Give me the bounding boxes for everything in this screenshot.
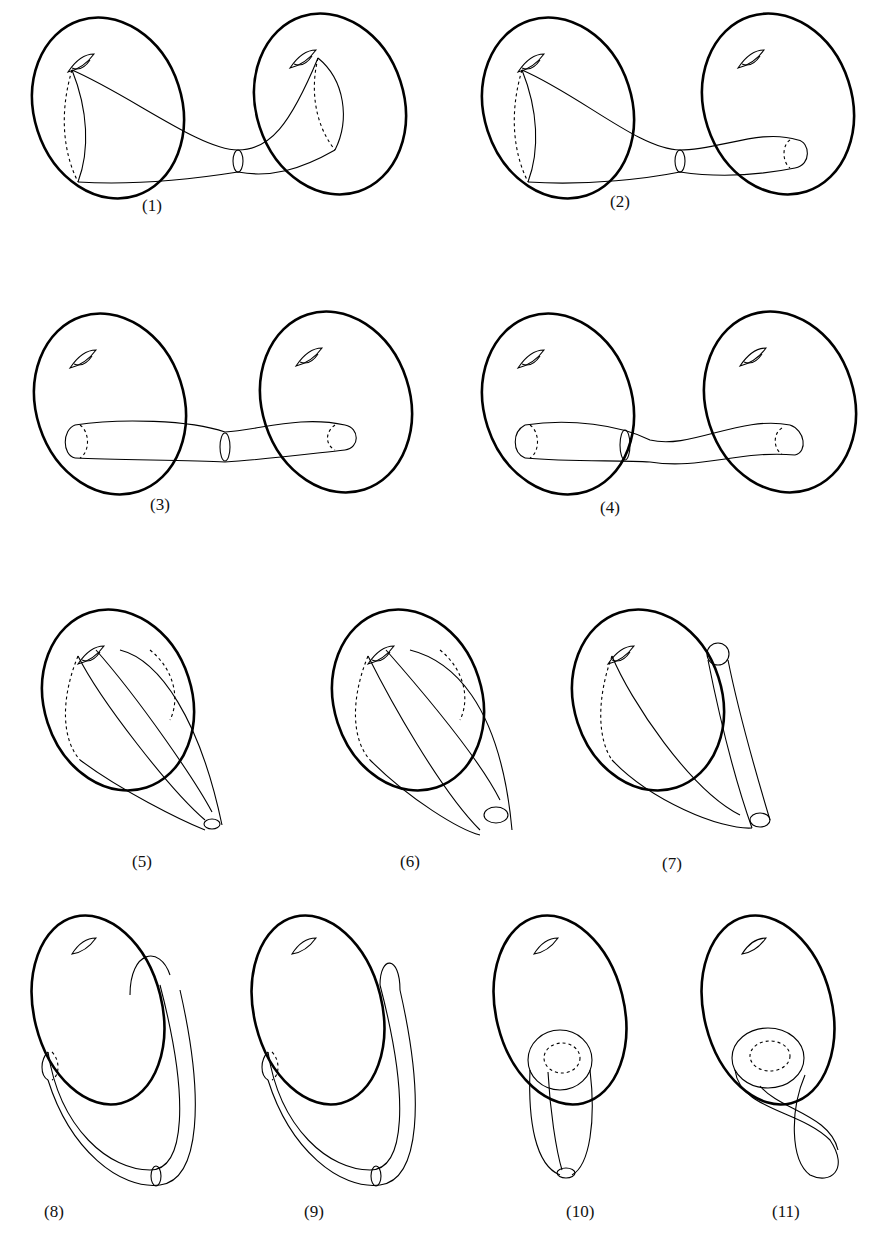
- handle-tube: [65, 650, 222, 830]
- torus: [231, 0, 429, 214]
- torus: [459, 0, 657, 218]
- torus: [11, 294, 209, 515]
- torus: [233, 901, 404, 1118]
- handle-tube: [514, 70, 807, 183]
- figure-number: (9): [304, 1202, 324, 1222]
- torus: [309, 590, 507, 811]
- figure-number: (6): [400, 852, 420, 872]
- figure-number: (7): [662, 854, 682, 874]
- torus: [475, 901, 646, 1118]
- handle-tube: [732, 1028, 838, 1178]
- figure-number: (5): [132, 852, 152, 872]
- figure-number: (10): [566, 1202, 594, 1222]
- torus: [681, 292, 879, 513]
- figure-number: (2): [610, 192, 630, 212]
- handle-tube: [262, 963, 415, 1186]
- handle-tube: [515, 422, 803, 464]
- torus: [683, 901, 854, 1118]
- figure-number: (8): [44, 1202, 64, 1222]
- torus: [459, 294, 657, 515]
- torus: [19, 590, 217, 811]
- handle-tube: [64, 58, 343, 183]
- handle-tube: [601, 643, 770, 828]
- figure-number: (3): [150, 495, 170, 515]
- figure-number: (1): [142, 196, 162, 216]
- torus: [9, 0, 207, 218]
- handle-tube: [355, 650, 512, 835]
- torus: [13, 901, 184, 1118]
- handle-tube: [528, 1030, 592, 1178]
- torus: [549, 590, 747, 811]
- handle-tube: [42, 956, 195, 1186]
- handle-tube: [65, 421, 356, 462]
- figure-number: (11): [772, 1202, 800, 1222]
- torus: [237, 292, 435, 513]
- torus: [679, 0, 877, 214]
- figure-number: (4): [600, 498, 620, 518]
